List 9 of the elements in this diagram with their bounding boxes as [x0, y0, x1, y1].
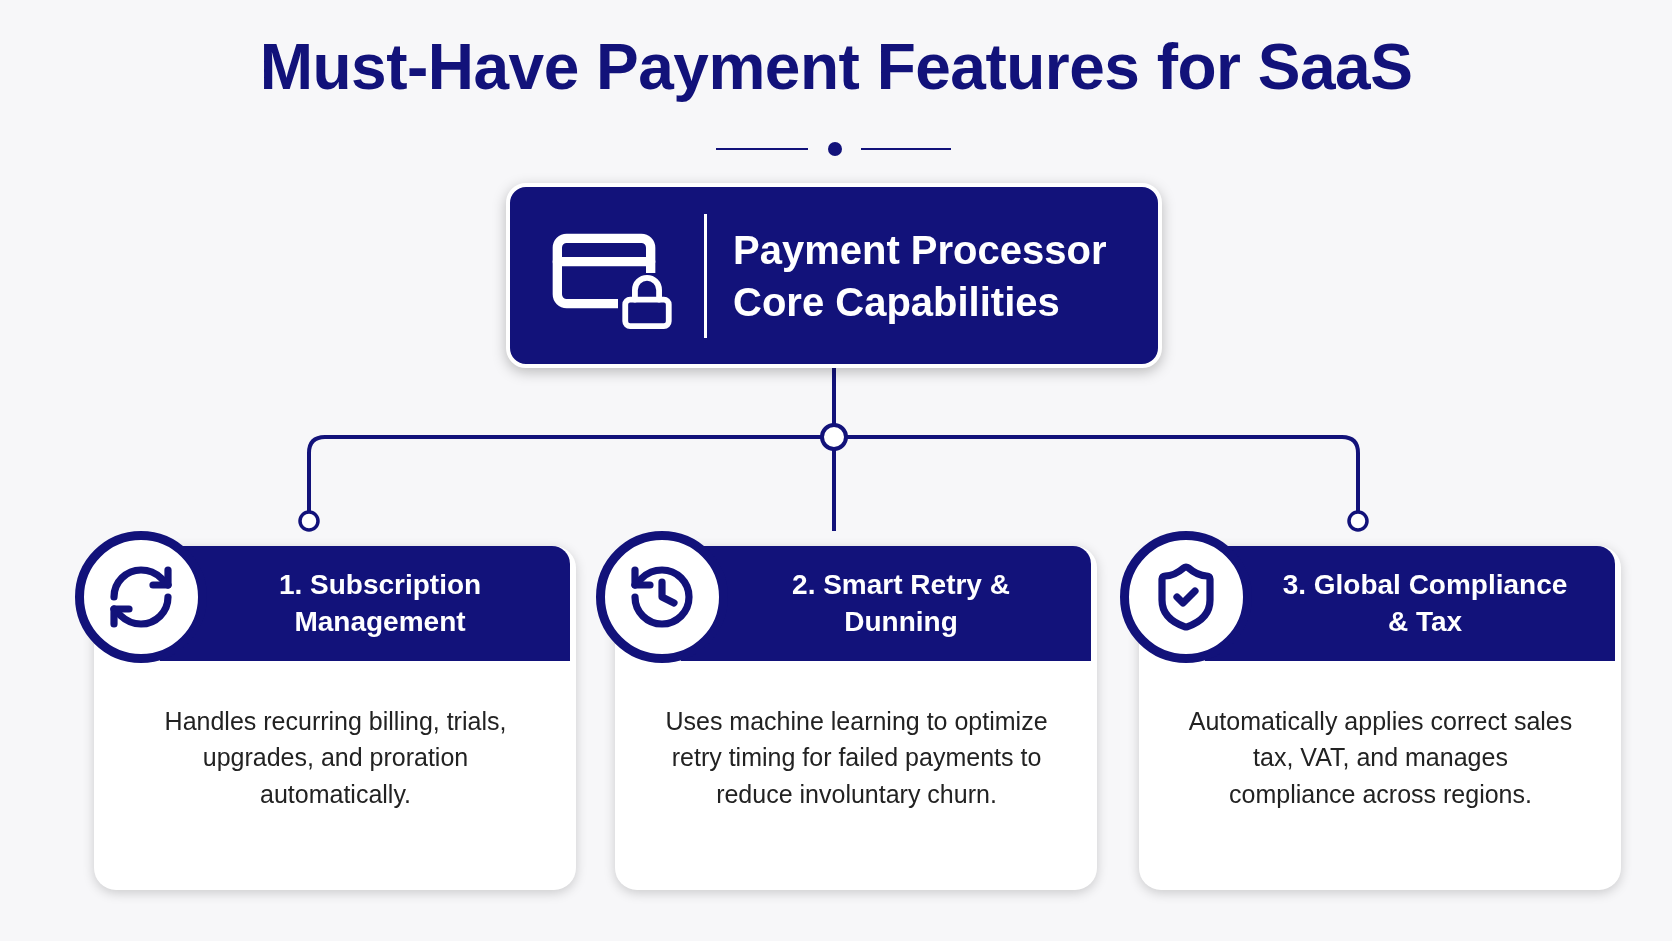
- feature-heading: 1. Subscription Management: [160, 546, 570, 661]
- feature-heading: 2. Smart Retry & Dunning: [681, 546, 1091, 661]
- description-text: Uses machine learning to optimize retry timing for failed payments to reduce involuntary churn.: [664, 706, 1049, 810]
- description-text: Automatically applies correct sales tax, VAT, and manages compliance across regions.: [1188, 706, 1573, 810]
- core-title: Payment Processor Core Capabilities: [733, 226, 1108, 326]
- core-box: [506, 183, 1162, 368]
- description-text: Handles recurring billing, trials, upgrades, and proration automatically.: [163, 706, 508, 810]
- title: Must-Have Payment Features for SaaS: [258, 30, 1414, 104]
- feature-heading: 3. Global Compliance & Tax: [1205, 546, 1615, 661]
